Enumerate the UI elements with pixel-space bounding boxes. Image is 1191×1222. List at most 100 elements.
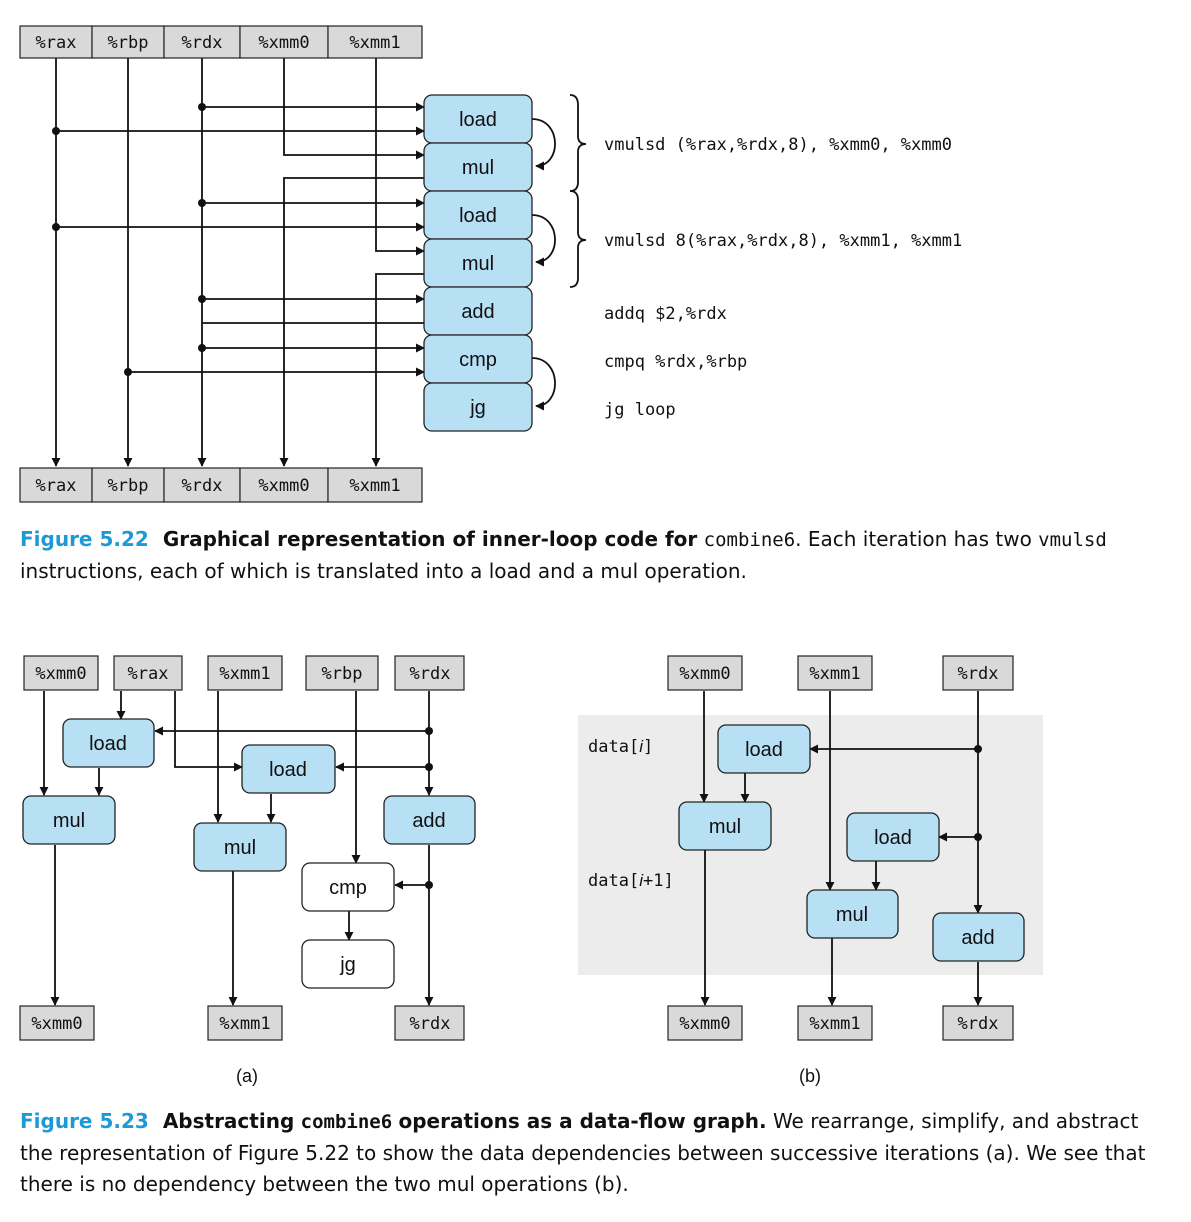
fig23b-diagram: data[i] data[i+1] %xmm0 %xmm1 %rdx load … [578,655,1043,1086]
svg-text:%rdx: %rdx [958,664,999,684]
fig23a-top-register-xmm1: %xmm1 [207,655,283,691]
fig23b-sub-label: (b) [799,1066,821,1086]
fig22-bottom-register-xmm1: %xmm1 [327,467,423,503]
fig22-caption-lead: Graphical representation of inner-loop c… [162,527,698,551]
fig23a-bottom-registers: %xmm0 %xmm1 %rdx [19,1005,465,1041]
fig23b-op-mul-1: mul [678,801,772,851]
fig22-caption-number: Figure 5.22 [20,527,149,551]
fig23b-op-load-2: load [846,812,940,862]
fig23a-top-register-xmm0: %xmm0 [23,655,99,691]
fig23a-wires [39,691,434,1006]
svg-text:%xmm1: %xmm1 [219,1014,270,1034]
svg-text:add: add [412,810,445,832]
svg-text:mul: mul [462,157,494,179]
fig22-operations: load mul load mul add cmp jg [423,94,533,432]
svg-text:%xmm0: %xmm0 [35,664,86,684]
fig22-op-mul-2: mul [423,238,533,288]
svg-text:mul: mul [224,837,256,859]
fig23-caption-number: Figure 5.23 [20,1109,149,1133]
svg-text:%xmm1: %xmm1 [809,1014,860,1034]
fig22-bottom-register-rax: %rax [19,467,93,503]
svg-text:cmp: cmp [459,349,497,371]
svg-text:load: load [269,759,307,781]
fig22-op-cmp: cmp [423,334,533,384]
fig23b-op-mul-2: mul [806,889,899,939]
fig22-top-register-row: %rax %rbp %rdx %xmm0 %xmm1 [19,25,423,59]
fig23a-bottom-register-xmm1: %xmm1 [207,1005,283,1041]
svg-text:add: add [961,927,994,949]
fig23b-wires [699,691,983,1006]
fig22-op-mul-1: mul [423,142,533,192]
svg-text:%rbp: %rbp [108,33,149,53]
fig22-caption-code-combine6: combine6 [703,529,796,551]
svg-text:mul: mul [836,904,868,926]
svg-text:mul: mul [53,810,85,832]
fig22-op-jg: jg [423,382,533,432]
fig22-code-line-4: cmpq %rdx,%rbp [604,352,747,372]
fig22-code-line-3: addq $2,%rdx [604,304,727,324]
fig23a-op-load-2: load [241,744,336,794]
fig23-caption-code-combine6: combine6 [300,1111,393,1133]
fig23a-diagram: %xmm0 %rax %xmm1 %rbp %rdx load load mul… [19,655,476,1086]
fig22-op-load-2: load [423,190,533,240]
fig23a-op-load-1: load [62,718,155,768]
fig23b-bottom-register-xmm0: %xmm0 [667,1005,743,1041]
svg-text:cmp: cmp [329,877,367,899]
svg-text:%rax: %rax [36,476,77,496]
fig23b-top-register-xmm1: %xmm1 [797,655,873,691]
fig23b-label-data-i: data[i] [588,737,653,757]
fig23b-top-registers: %xmm0 %xmm1 %rdx [667,655,1014,691]
svg-text:%rbp: %rbp [322,664,363,684]
fig22-diagram: %rax %rbp %rdx %xmm0 %xmm1 %rax %rbp %rd… [19,25,962,503]
fig23a-bottom-register-xmm0: %xmm0 [19,1005,95,1041]
svg-text:load: load [745,739,783,761]
svg-text:%xmm0: %xmm0 [31,1014,82,1034]
svg-text:%rbp: %rbp [108,476,149,496]
fig23a-top-register-rdx: %rdx [394,655,465,691]
svg-text:load: load [874,827,912,849]
fig22-code-line-2: vmulsd 8(%rax,%rdx,8), %xmm1, %xmm1 [604,231,962,251]
svg-text:%rdx: %rdx [410,664,451,684]
fig22-caption: Figure 5.22 Graphical representation of i… [20,524,1170,587]
fig22-top-register-rax: %rax [19,25,93,59]
fig23a-bottom-register-rdx: %rdx [394,1005,465,1041]
fig23a-top-register-rbp: %rbp [305,655,379,691]
fig23b-top-register-xmm0: %xmm0 [667,655,743,691]
fig22-assembly: vmulsd (%rax,%rdx,8), %xmm0, %xmm0 vmuls… [604,135,962,420]
fig23-caption-rest: We rearrange, simplify, and abstract the… [20,1109,1146,1196]
svg-text:%rdx: %rdx [958,1014,999,1034]
svg-text:%rax: %rax [128,664,169,684]
svg-text:%xmm0: %xmm0 [258,476,309,496]
fig22-bottom-register-xmm0: %xmm0 [239,467,329,503]
fig23a-operations: load load mul mul add cmp jg [22,718,476,989]
fig23a-sub-label: (a) [236,1066,258,1086]
svg-text:mul: mul [462,253,494,275]
fig22-code-line-1: vmulsd (%rax,%rdx,8), %xmm0, %xmm0 [604,135,952,155]
fig22-caption-code-vmulsd: vmulsd [1038,529,1107,551]
fig22-op-load-1: load [423,94,533,144]
svg-text:mul: mul [709,816,741,838]
svg-text:%xmm0: %xmm0 [679,1014,730,1034]
fig23b-operations: load mul load mul add [678,724,1025,962]
fig22-bottom-register-row: %rax %rbp %rdx %xmm0 %xmm1 [19,467,423,503]
fig23a-top-register-rax: %rax [113,655,183,691]
svg-text:%rdx: %rdx [410,1014,451,1034]
svg-text:%rax: %rax [36,33,77,53]
fig23a-op-add: add [383,795,476,845]
fig23a-op-cmp: cmp [301,862,395,912]
fig22-op-add: add [423,286,533,336]
fig23a-op-mul-2: mul [193,822,287,872]
svg-text:load: load [89,733,127,755]
fig23b-bottom-register-rdx: %rdx [942,1005,1014,1041]
fig22-top-register-rdx: %rdx [163,25,241,59]
fig23b-label-data-i-plus-1: data[i+1] [588,871,674,891]
fig23-caption-lead1: Abstracting [162,1109,295,1133]
fig22-bottom-register-rdx: %rdx [163,467,241,503]
svg-text:load: load [459,205,497,227]
svg-text:%xmm0: %xmm0 [258,33,309,53]
fig22-top-register-xmm1: %xmm1 [327,25,423,59]
fig22-wires [51,58,587,467]
fig23b-op-add: add [932,912,1025,962]
